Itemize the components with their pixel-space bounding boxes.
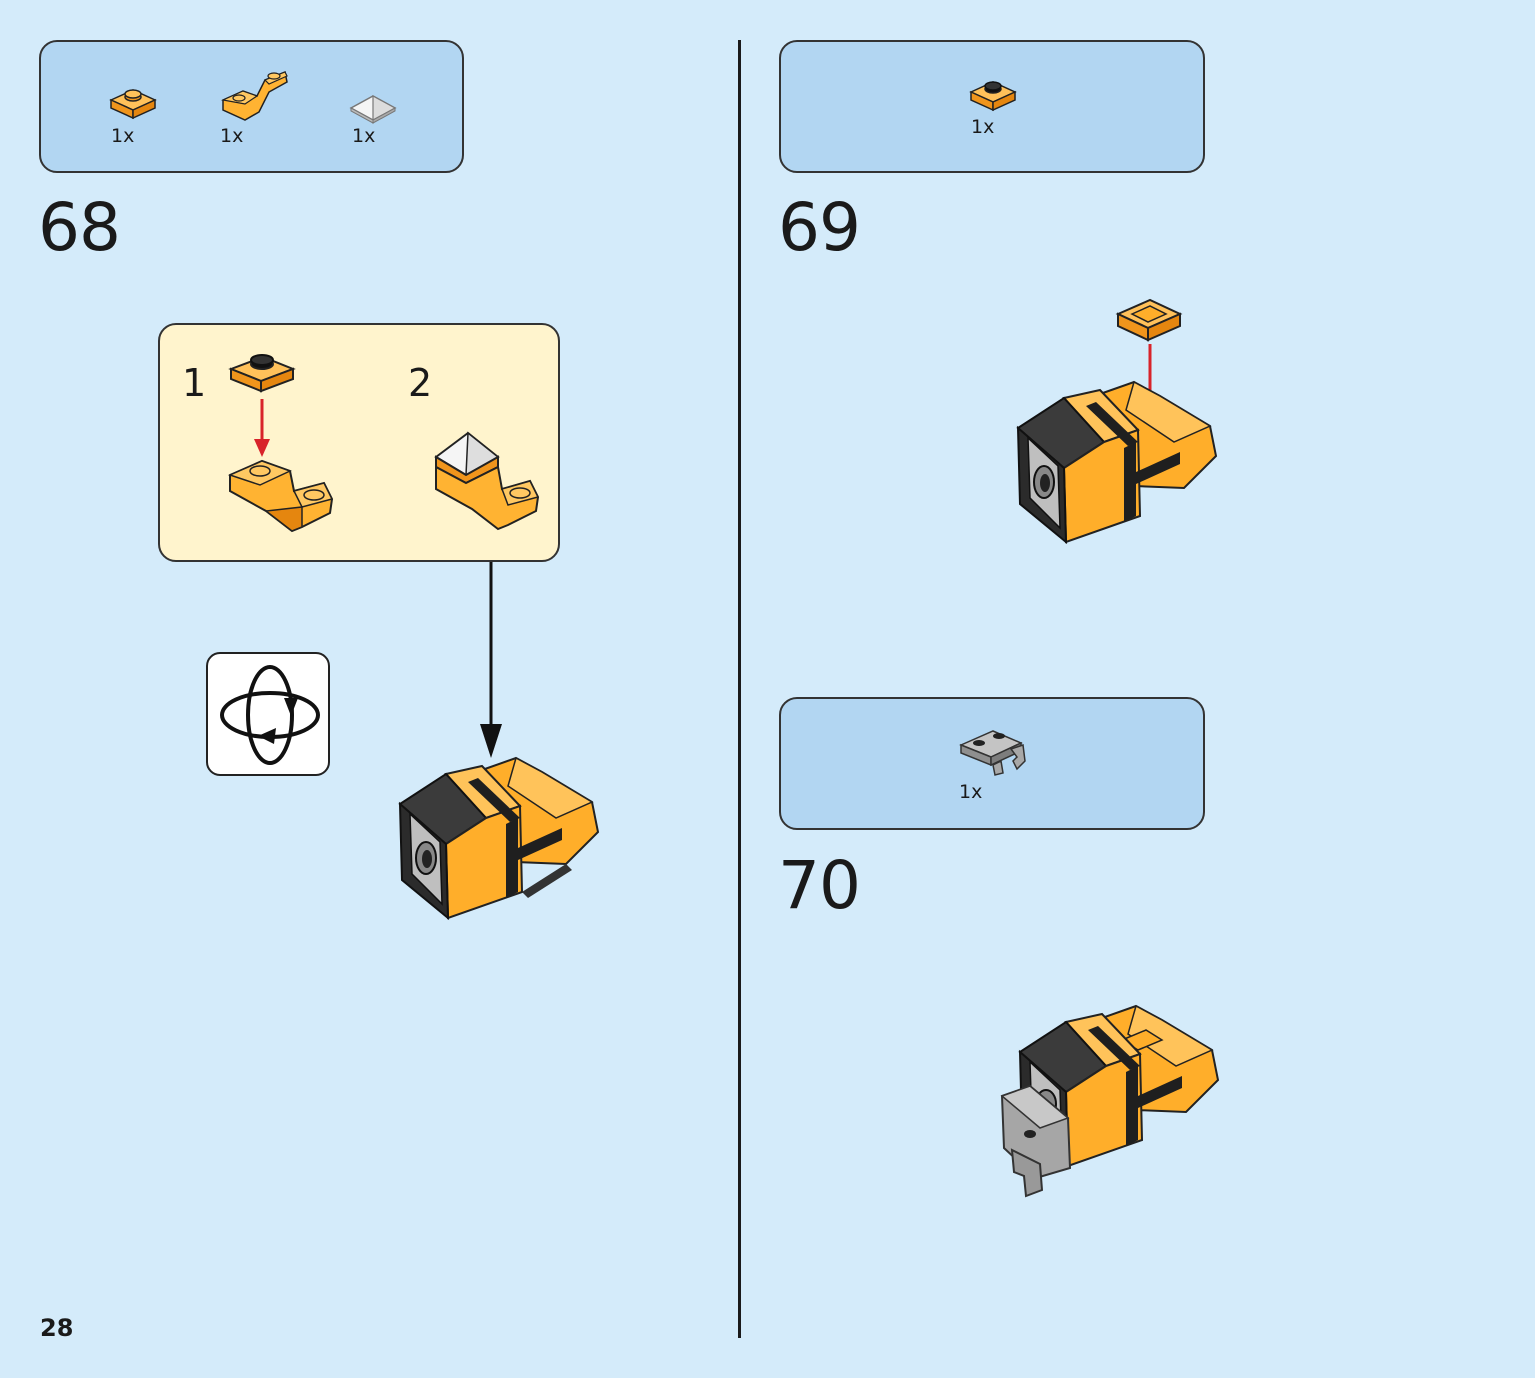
part-qty: 1x xyxy=(971,116,995,138)
substep-callout: 1 2 xyxy=(158,323,560,562)
substep-number-1: 1 xyxy=(182,361,207,405)
parts-callout-step-69: 1x xyxy=(779,40,1205,173)
part-qty: 1x xyxy=(959,781,983,803)
orange-slope-with-pyramid-icon xyxy=(434,431,540,531)
substep-number-2: 2 xyxy=(408,361,433,405)
orange-brick-model-with-clip-icon xyxy=(1000,1004,1220,1198)
step-number-68: 68 xyxy=(38,189,121,266)
red-arrow-icon xyxy=(254,399,270,457)
orange-inverted-slope-icon xyxy=(227,459,334,533)
step-number-69: 69 xyxy=(778,189,861,266)
step-number-70: 70 xyxy=(778,847,861,924)
orange-round-plate-icon xyxy=(228,354,296,393)
orange-plate-icon xyxy=(1115,298,1183,342)
gray-clip-plate-icon xyxy=(959,730,1026,776)
column-divider xyxy=(738,40,741,1338)
orange-brick-model-icon xyxy=(1016,380,1218,545)
orange-brick-model-icon xyxy=(398,756,600,921)
white-pyramid-tile-icon xyxy=(349,94,397,124)
rotate-icon xyxy=(220,665,320,765)
parts-callout-step-68: 1x 1x 1x xyxy=(39,40,464,173)
part-qty: 1x xyxy=(111,125,135,147)
orange-round-plate-icon xyxy=(109,89,157,120)
assembly-arrow-icon xyxy=(480,562,502,758)
parts-callout-step-70: 1x xyxy=(779,697,1205,830)
orange-inverted-slope-icon xyxy=(220,70,288,121)
rotate-model-callout xyxy=(206,652,330,776)
orange-round-plate-icon xyxy=(969,81,1017,112)
part-qty: 1x xyxy=(220,125,244,147)
page-number: 28 xyxy=(40,1314,74,1342)
part-qty: 1x xyxy=(352,125,376,147)
